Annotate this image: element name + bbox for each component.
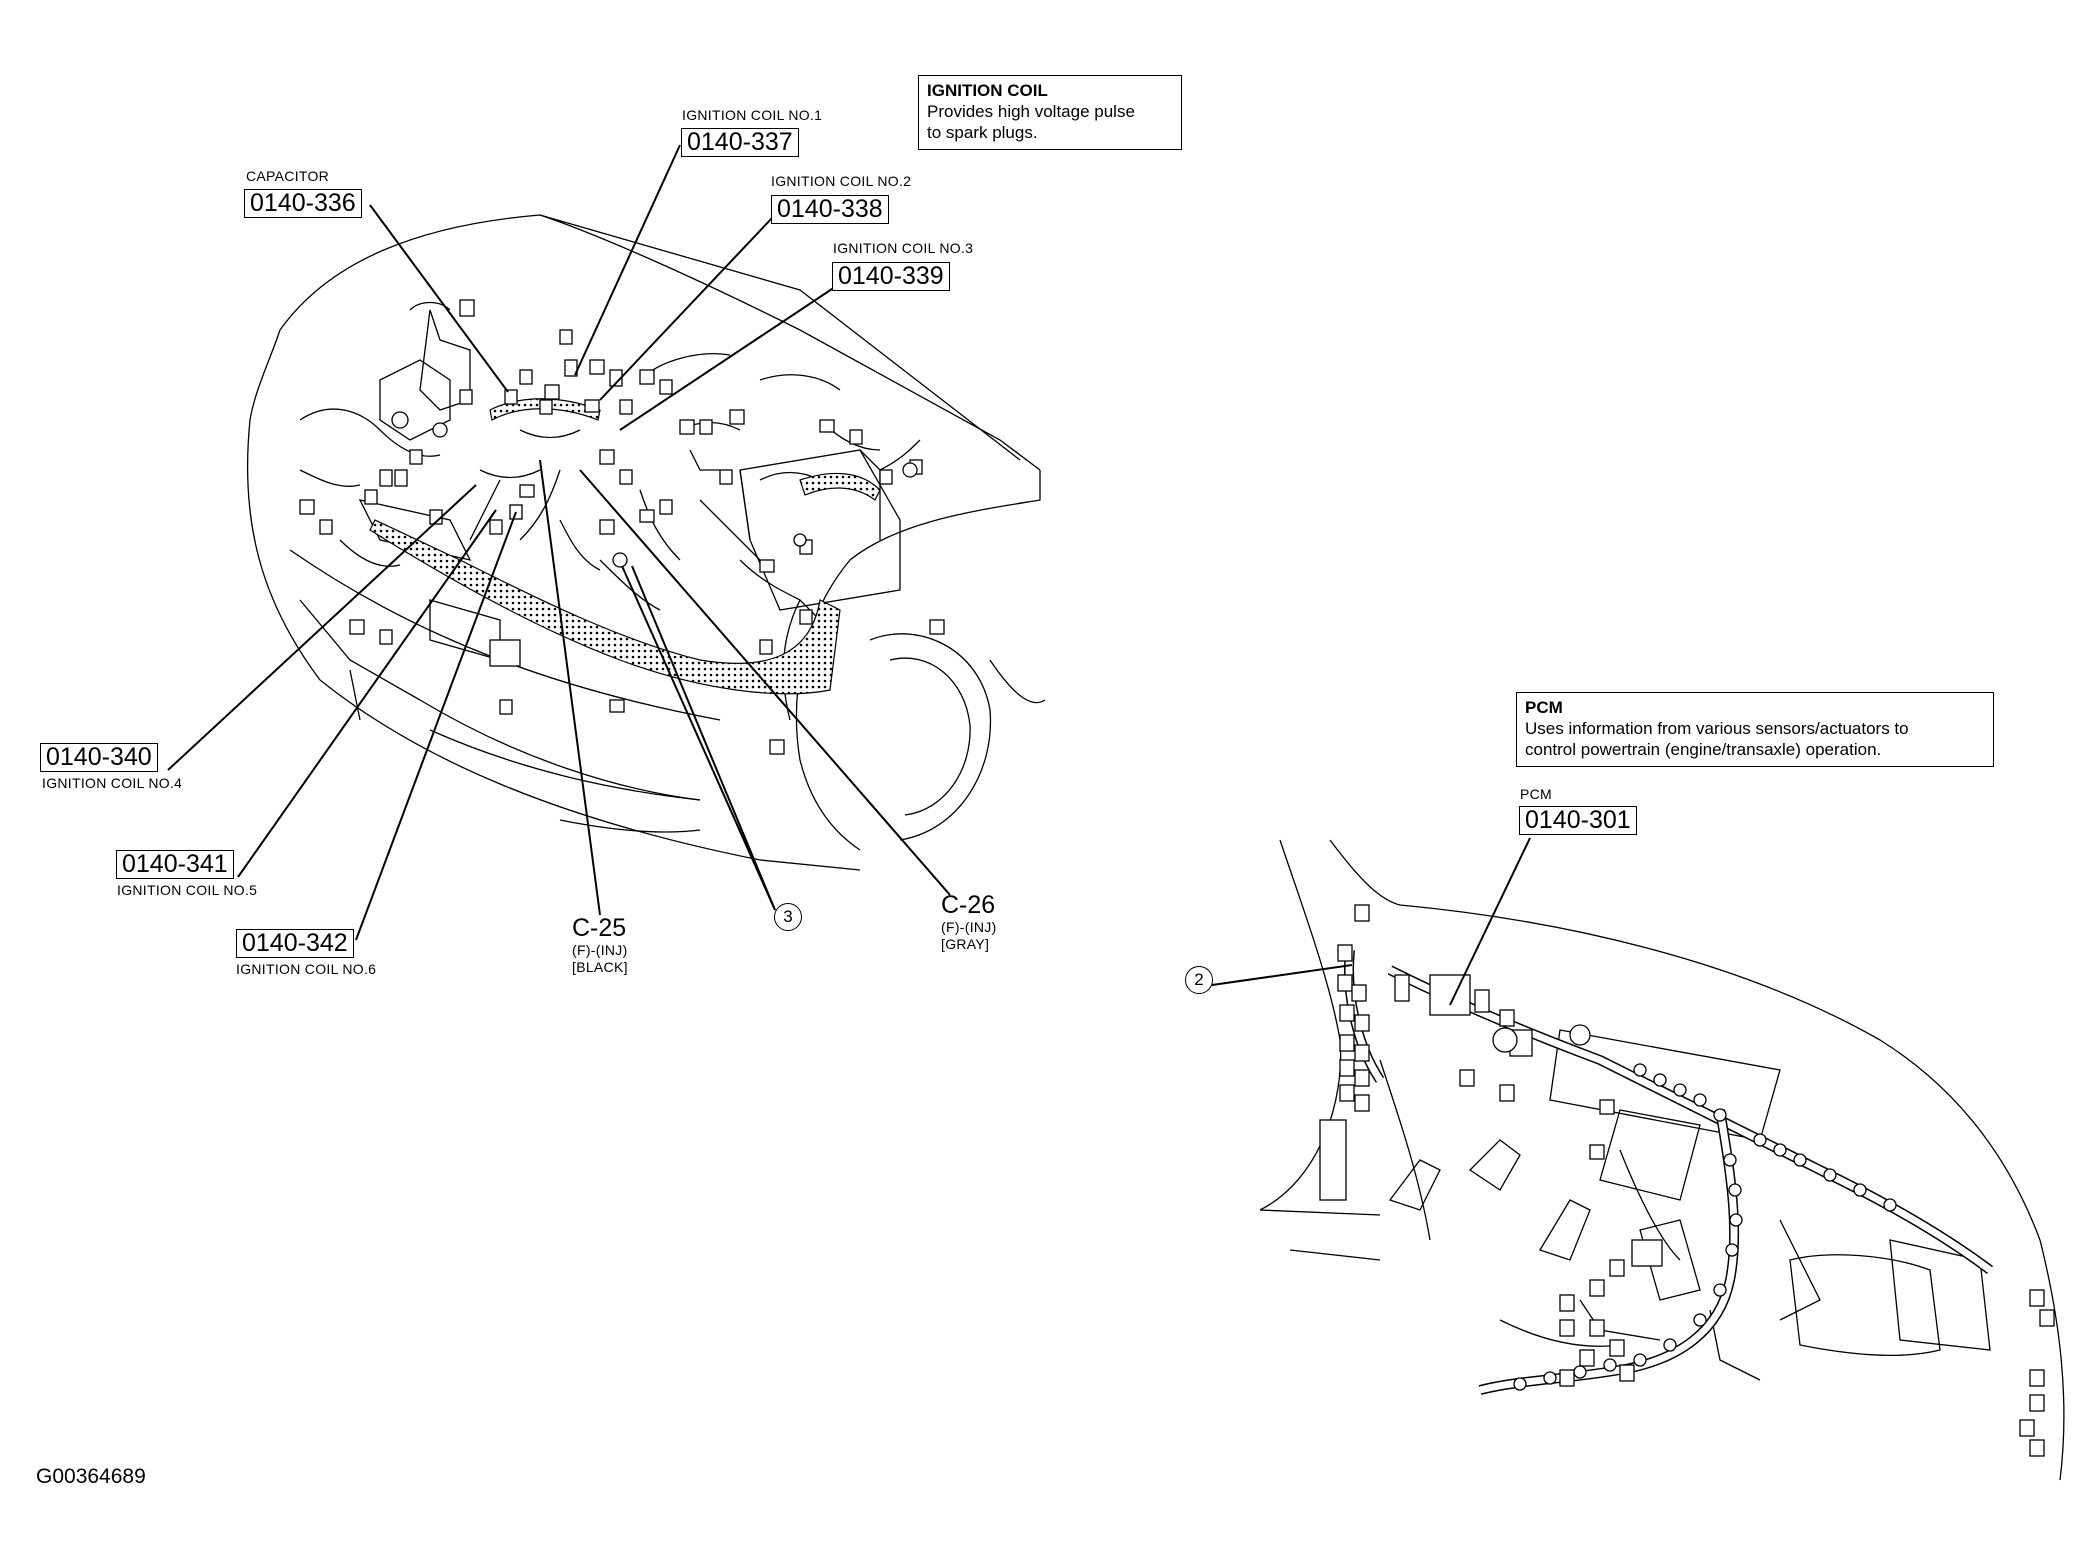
- coil6-code[interactable]: 0140-342: [236, 929, 354, 958]
- capacitor-label: CAPACITOR: [246, 168, 330, 184]
- figure-id: G00364689: [36, 1465, 146, 1488]
- dash-connectors: [1319, 904, 2055, 1457]
- connector-c26-type: (F)-(INJ): [941, 919, 997, 935]
- ignition-coil-info-box: IGNITION COIL Provides high voltage puls…: [918, 75, 1182, 150]
- coil6-label: IGNITION COIL NO.6: [236, 961, 377, 977]
- ignition-coil-info-line2: to spark plugs.: [927, 123, 1038, 142]
- ground-callout-3[interactable]: 3: [774, 903, 802, 931]
- connector-c26-color: [GRAY]: [941, 936, 990, 952]
- dash-harness: [1344, 949, 1993, 1395]
- coil1-code[interactable]: 0140-337: [681, 128, 799, 157]
- ignition-coil-info-title: IGNITION COIL: [927, 81, 1048, 100]
- connector-c25-type: (F)-(INJ): [572, 942, 628, 958]
- dash-leader-lines: [1211, 837, 1531, 1006]
- coil2-code[interactable]: 0140-338: [771, 195, 889, 224]
- pcm-info-line2: control powertrain (engine/transaxle) op…: [1525, 740, 1882, 759]
- coil3-label: IGNITION COIL NO.3: [833, 240, 974, 256]
- pcm-code[interactable]: 0140-301: [1519, 806, 1637, 835]
- coil5-code[interactable]: 0140-341: [116, 850, 234, 879]
- coil1-label: IGNITION COIL NO.1: [682, 107, 823, 123]
- ground-callout-2[interactable]: 2: [1185, 966, 1213, 994]
- coil3-code[interactable]: 0140-339: [832, 262, 950, 291]
- dashboard-drawing: [1259, 839, 2065, 1481]
- connector-c25-color: [BLACK]: [572, 959, 628, 975]
- connector-c25-id: C-25: [572, 914, 627, 942]
- pcm-label: PCM: [1520, 786, 1553, 802]
- pcm-info-line1: Uses information from various sensors/ac…: [1525, 719, 1909, 738]
- coil2-label: IGNITION COIL NO.2: [771, 173, 912, 189]
- pcm-info-title: PCM: [1525, 698, 1563, 717]
- coil5-label: IGNITION COIL NO.5: [117, 882, 258, 898]
- engine-bay-drawing: [246, 214, 1046, 871]
- ignition-coil-info-line1: Provides high voltage pulse: [927, 102, 1135, 121]
- pcm-info-box: PCM Uses information from various sensor…: [1516, 692, 1994, 767]
- connector-c26-id: C-26: [941, 891, 996, 919]
- engine-leader-lines: [167, 144, 951, 941]
- connector-c26[interactable]: C-26 (F)-(INJ) [GRAY]: [941, 892, 997, 953]
- coil4-code[interactable]: 0140-340: [40, 743, 158, 772]
- coil4-label: IGNITION COIL NO.4: [42, 775, 183, 791]
- connector-c25[interactable]: C-25 (F)-(INJ) [BLACK]: [572, 915, 628, 976]
- engine-connectors: [299, 299, 945, 755]
- capacitor-code[interactable]: 0140-336: [244, 189, 362, 218]
